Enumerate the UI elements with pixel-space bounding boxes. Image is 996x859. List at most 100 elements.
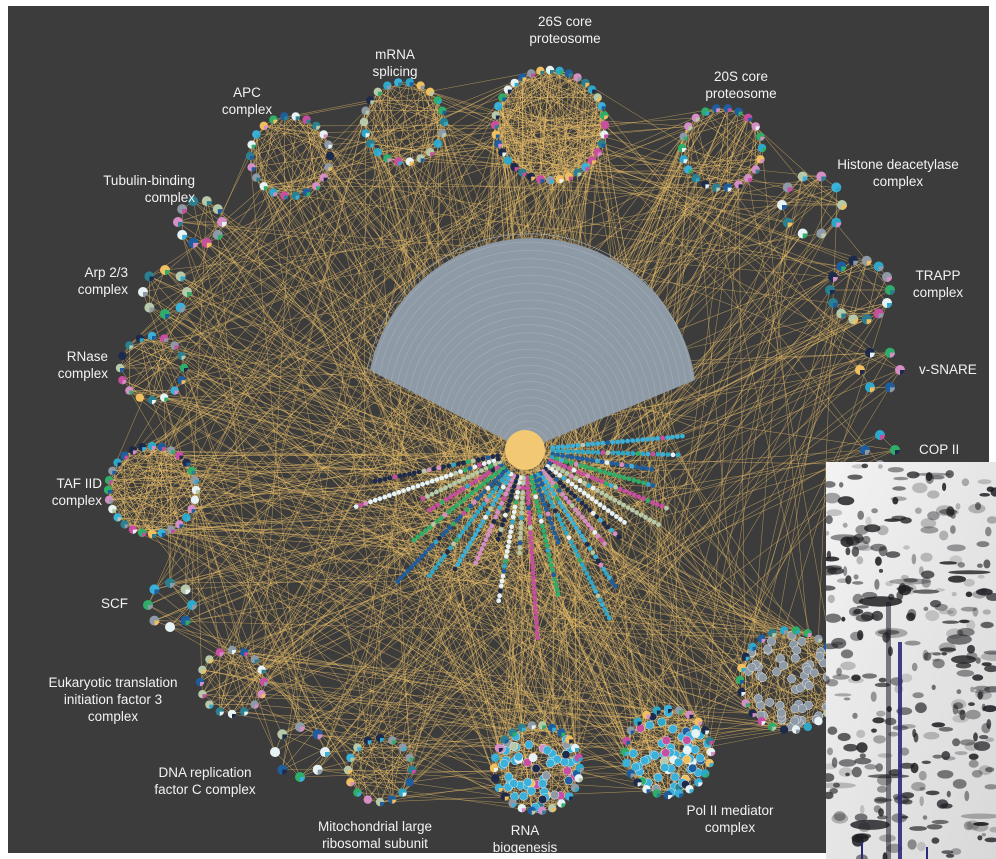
gel-spot [915,702,927,713]
complex-edge [739,679,773,727]
fan-node [612,583,618,589]
fan-node [519,510,524,516]
interaction-edge [547,617,808,634]
interaction-edge [107,489,500,789]
protein-node-segment [398,82,403,87]
interaction-edge [329,155,500,749]
protein-node-segment [300,727,305,732]
gel-spot [939,609,954,615]
fan-node [626,476,632,482]
interaction-edge [461,432,570,740]
fan-node [473,532,478,537]
fan-node [566,499,572,505]
protein-node-segment [807,726,812,731]
fan-node [402,571,407,577]
protein-node-segment [282,734,288,740]
gel-spot [925,610,940,622]
protein-node-segment [890,290,895,295]
interaction-edge [109,472,382,501]
protein-node-segment [348,770,353,775]
protein-node-segment [180,307,186,313]
protein-node-segment [412,770,417,775]
fan-node [562,508,568,514]
gel-spot [906,612,916,622]
fan-node [565,454,570,459]
complex-edge [841,260,854,314]
gel-spot [967,644,975,654]
protein-node-segment [698,721,703,726]
fan-node [564,530,569,536]
fan-node [602,541,607,547]
complex-edge [678,710,706,731]
protein-node-segment [716,187,721,192]
fan-node [614,514,619,519]
fan-node [469,490,475,496]
gel-spot [847,474,863,480]
interaction-edge [263,490,592,683]
gel-spot [980,588,988,593]
gel-spot [853,574,859,580]
label-mitochondrial-large-ribosomal-subunit: Mitochondrial large ribosomal subunit [317,819,433,851]
interaction-edge [132,195,285,530]
fan-node [610,450,616,456]
interaction-edge [367,536,573,800]
complex-edge [512,727,553,804]
gel-spot [876,815,888,820]
complex-edge [251,116,296,145]
fan-node [499,500,505,506]
gel-spot [871,728,877,733]
gel-spot [832,674,850,680]
fan-node [473,478,479,484]
protein-node-segment [494,768,499,773]
complex-edge [132,450,196,481]
gel-spot [923,731,940,740]
fan-node [565,449,571,454]
protein-node-segment [887,303,893,309]
fan-node [462,496,467,502]
fan-node [588,465,593,471]
fan-node [430,543,435,548]
fan-node [505,544,511,549]
interaction-edge [209,659,808,728]
fan-node [566,535,572,540]
interaction-edge [571,551,785,631]
protein-node-segment [178,222,183,227]
interaction-edge [254,704,318,735]
protein-node-segment [184,368,189,373]
fan-arc [444,340,615,414]
fan-node [585,449,591,455]
protein-node-segment [316,186,321,191]
interaction-edge [630,302,888,731]
fan-node [501,568,507,574]
gel-spot [975,689,985,699]
complex-edge [681,111,706,149]
fan-node [645,498,651,503]
protein-node-segment [170,583,175,588]
gel-spot [845,547,851,556]
protein-node-segment [191,509,196,514]
protein-node-segment [601,106,606,111]
fan-node [567,465,572,471]
interaction-edge [379,656,746,739]
interaction-edge [147,604,496,779]
protein-node-segment [698,782,703,787]
interaction-edge [164,143,371,315]
complex-edge [494,70,560,126]
fan-node [543,479,549,485]
protein-node-segment [569,796,574,801]
fan-node [485,532,491,538]
interaction-edge [551,539,627,742]
gel-spot [939,647,957,652]
protein-node-segment [392,740,397,745]
interaction-edge [517,313,879,485]
gel-spot [984,665,996,673]
complex-edge [142,446,196,481]
interaction-edge [494,352,871,758]
protein-node-segment [783,729,789,734]
protein-node-segment [181,380,186,385]
gel-spot [874,796,887,804]
interaction-edge [181,234,647,790]
interaction-edge [164,111,739,315]
complex-edge [695,117,761,160]
gel-spot [892,497,899,505]
